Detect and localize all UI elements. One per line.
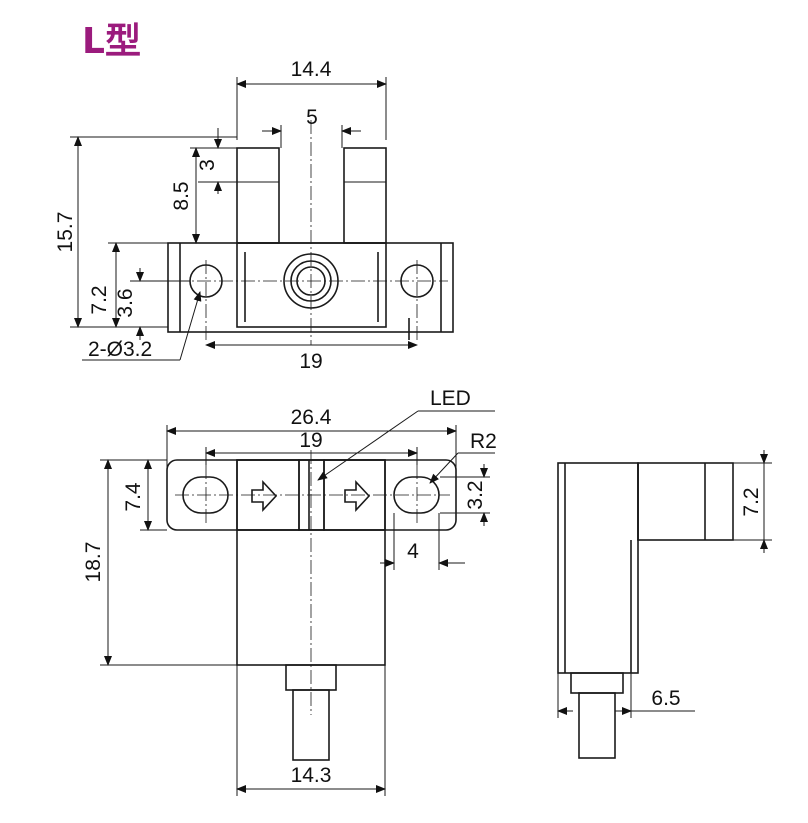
dim-front-slot-len: 4 [407,540,419,563]
dim-front-height: 18.7 [82,542,105,583]
front-view: LED 26.4 19 R2 7.4 18.7 [82,387,497,796]
arrow-right-icon [251,479,278,513]
dim-front-ear: 7.4 [122,482,145,512]
dim-top-hole-pitch: 19 [299,350,322,373]
dim-top-hole-spec: 2-Ø3.2 [88,338,152,361]
top-flange [167,242,454,333]
dim-top-ear-h: 7.2 [88,285,111,314]
dim-top-slot-top: 3 [196,159,219,171]
side-view: 7.2 6.5 [557,450,772,759]
top-right-ear [343,147,387,244]
dim-top-width: 14.4 [291,58,332,81]
dim-radius: R2 [470,430,497,453]
dim-front-body-w: 14.3 [291,764,332,787]
side-head [637,462,734,541]
model-title: L型 [82,21,141,62]
top-body [236,242,387,328]
top-left-ear [236,147,280,244]
dim-top-hole-center: 3.6 [114,288,137,317]
dim-top-ear: 8.5 [170,181,193,210]
dim-front-pitch: 19 [299,429,322,452]
dim-side-height: 7.2 [740,487,763,516]
dim-front-slot-h: 3.2 [464,480,487,509]
arrow-right-icon [344,479,371,513]
dim-top-height: 15.7 [54,212,77,253]
dim-side-offset: 6.5 [651,687,680,710]
led-label: LED [430,387,471,410]
dim-top-slot: 5 [306,106,318,129]
top-view: 14.4 5 15.7 8.5 3 7.2 3.6 [54,58,454,373]
dim-front-width: 26.4 [291,406,332,429]
side-body [557,462,639,674]
